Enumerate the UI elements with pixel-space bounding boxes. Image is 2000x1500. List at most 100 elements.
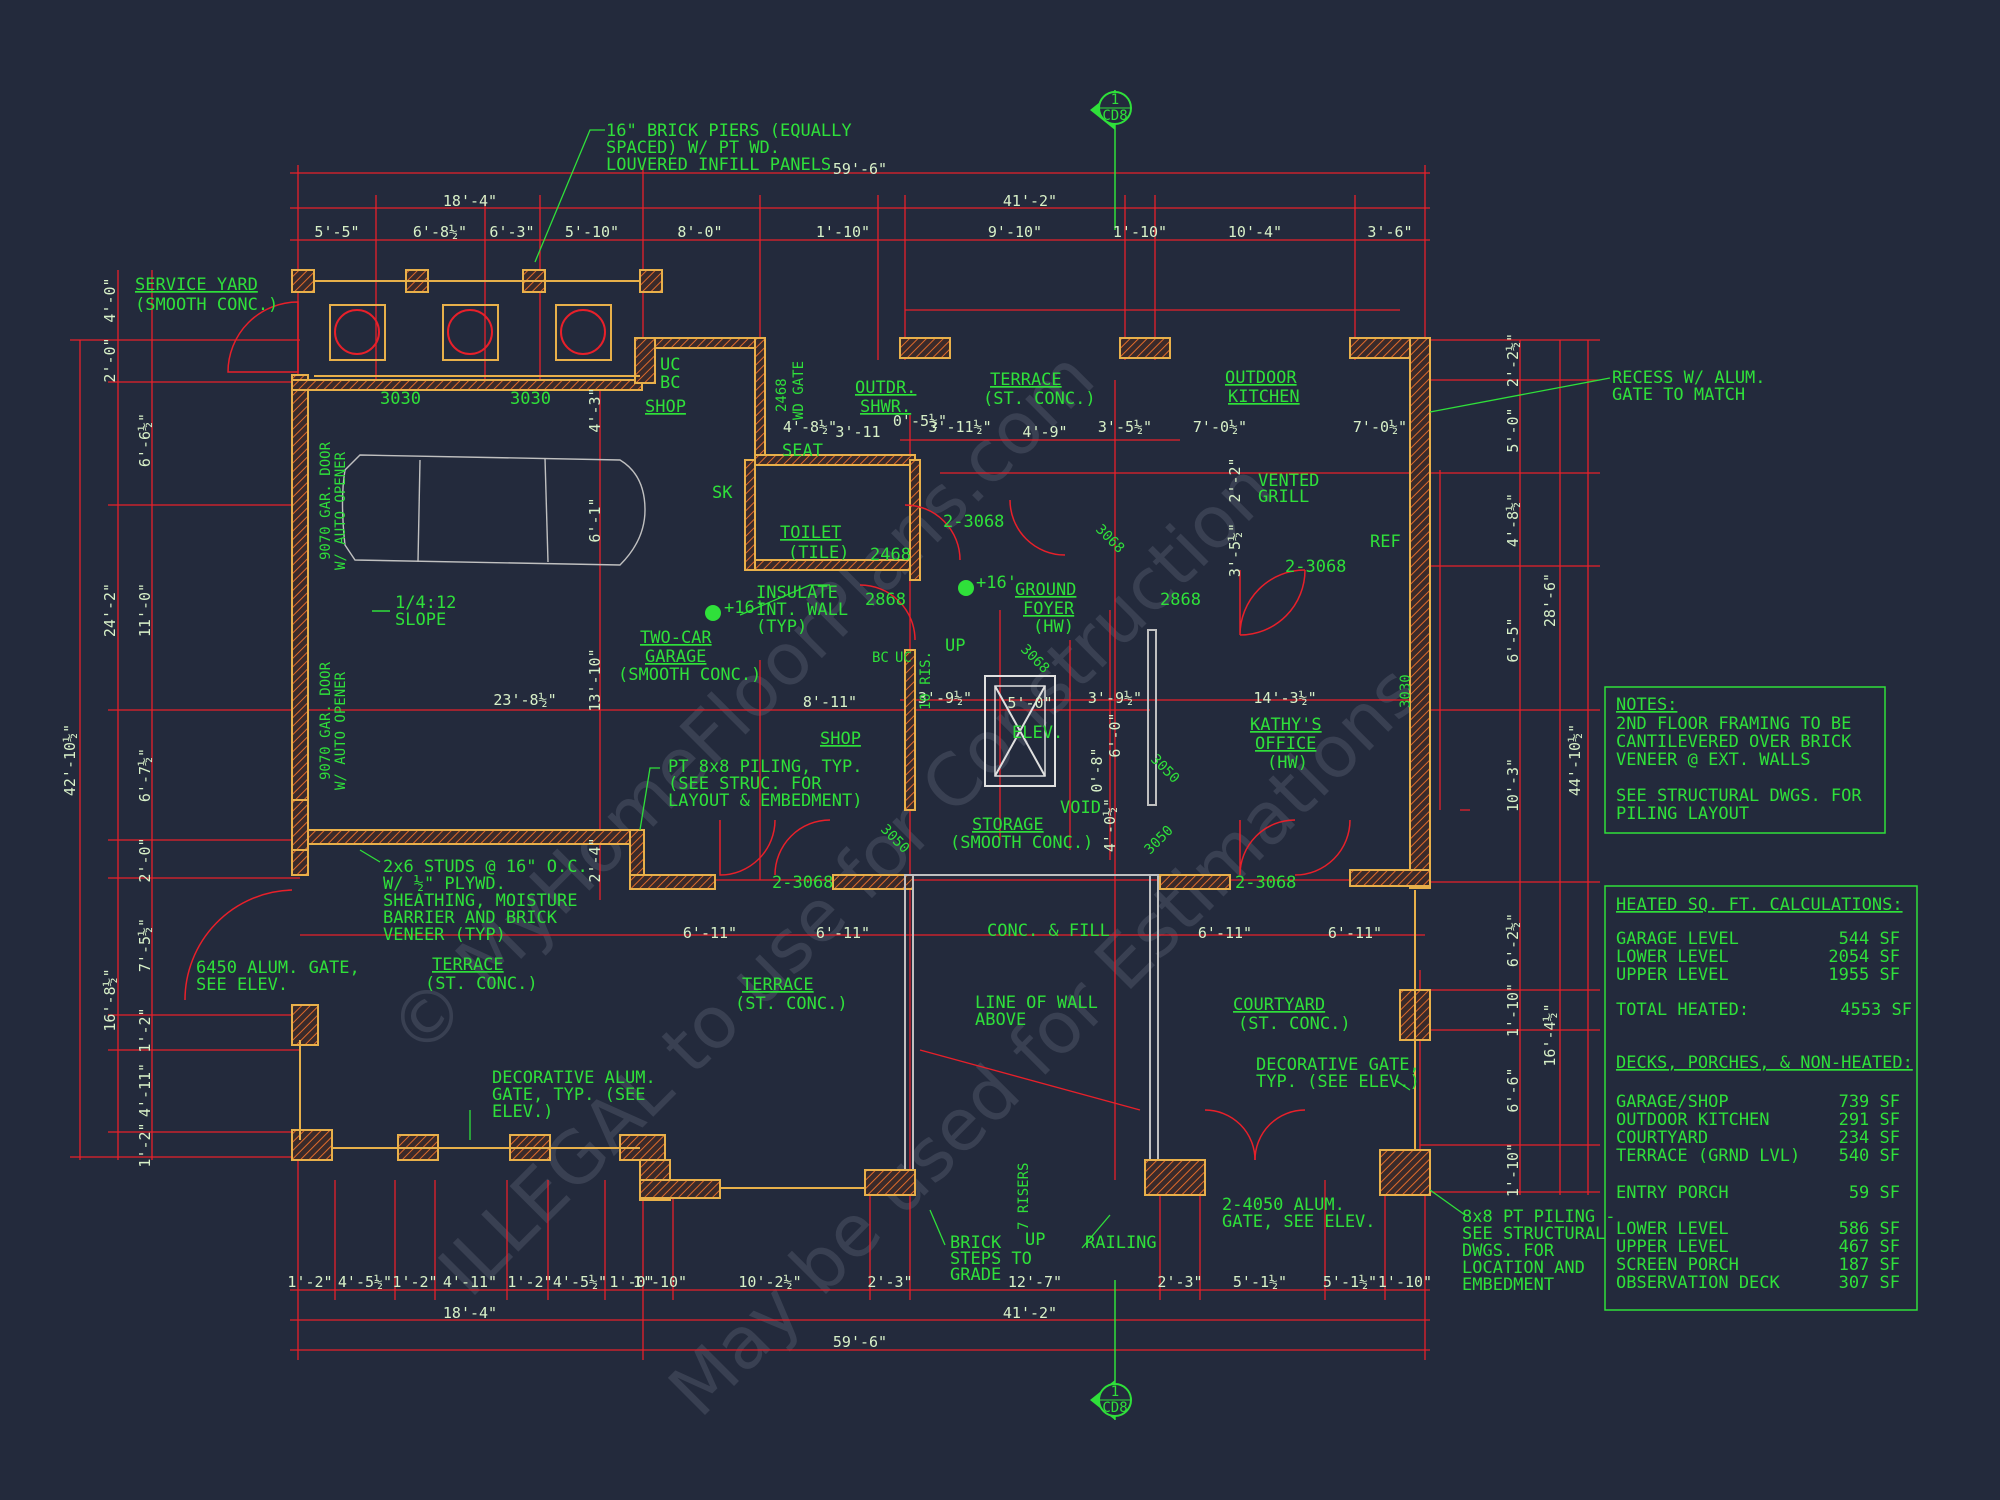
door-2-3068-d: 2-3068	[1235, 873, 1296, 893]
hvac-units	[329, 304, 612, 361]
callout-alum-gate: SEE ELEV.	[196, 975, 288, 995]
callout-studs: VENEER (TYP)	[383, 925, 506, 945]
callout-studs: SHEATHING, MOISTURE	[383, 891, 577, 911]
section-marker-top: 1 CD8	[1090, 90, 1132, 230]
bottom-segment-dim: 5'-1½"	[1323, 1273, 1377, 1291]
terrace-mid-sub: (ST. CONC.)	[735, 994, 848, 1014]
callout-insulate: INSULATE	[756, 583, 838, 603]
bottom-segment-dim: 4'-5½"	[553, 1273, 607, 1291]
elev-mark-a: +16'	[724, 598, 765, 618]
bottom-segment-dim: 2'-3"	[1157, 1273, 1202, 1291]
outdr-shwr-name2: SHWR.	[860, 397, 911, 417]
elev-name: ELEV.	[1012, 723, 1063, 743]
top-segment-dim: 8'-0"	[677, 223, 722, 241]
interior-dim: 6'-11"	[1328, 924, 1382, 942]
calc-title: HEATED SQ. FT. CALCULATIONS:	[1616, 895, 1903, 915]
left-segment-dim: 11'-0"	[136, 583, 154, 637]
calc-row-label: GARAGE/SHOP	[1616, 1092, 1729, 1112]
label-grill: GRILL	[1258, 487, 1309, 507]
interior-dim: 6'-0"	[1106, 712, 1124, 757]
outdr-shwr-name: OUTDR.	[855, 378, 916, 398]
dim-left-block-bottom: 18'-4"	[443, 1304, 497, 1322]
calc-row-value: 291 SF	[1839, 1110, 1900, 1130]
service-yard-sub: (SMOOTH CONC.)	[135, 295, 278, 315]
interior-dim: 2'-4"	[586, 837, 604, 882]
callout-recess: RECESS W/ ALUM.	[1612, 368, 1766, 388]
notes-line: VENEER @ EXT. WALLS	[1616, 750, 1810, 770]
top-segment-dim: 6'-8½"	[413, 223, 467, 241]
interior-dim: 23'-8½"	[493, 691, 556, 709]
right-segment-dim: 6'-5"	[1504, 617, 1522, 662]
callout-studs: 2x6 STUDS @ 16" O.C.	[383, 857, 588, 877]
bottom-segment-dim: 1'-2"	[507, 1273, 552, 1291]
callout-piling: PT 8x8 PILING, TYP.	[668, 757, 862, 777]
storage-sub: (SMOOTH CONC.)	[950, 833, 1093, 853]
calc-row-value: 1955 SF	[1828, 965, 1900, 985]
right-segment-dim: 6'-2½"	[1504, 913, 1522, 967]
callout-deco-gate-left: DECORATIVE ALUM.	[492, 1068, 656, 1088]
interior-dim: 0'-8"	[1088, 747, 1106, 792]
interior-dim: 3'-5½"	[1098, 418, 1152, 436]
calculations-box: HEATED SQ. FT. CALCULATIONS: GARAGE LEVE…	[1604, 885, 1918, 1311]
left-segment-dim: 2'-0"	[136, 837, 154, 882]
interior-dim: 2'-2"	[1226, 457, 1244, 502]
callout-piling-8x8: DWGS. FOR	[1462, 1241, 1555, 1261]
calc-total-value: 4553 SF	[1840, 1000, 1912, 1020]
shop-mid-name: SHOP	[820, 729, 861, 749]
calc-row-label: COURTYARD	[1616, 1128, 1708, 1148]
label-bc: BC	[660, 373, 680, 393]
label-7-risers: 7 RISERS	[1016, 1163, 1032, 1230]
section-bottom-num: 1	[1111, 1384, 1119, 1400]
bottom-segment-dim: 5'-1½"	[1233, 1273, 1287, 1291]
right-segment-dim: 6'-6"	[1504, 1067, 1522, 1112]
callout-insulate: INT. WALL	[756, 600, 848, 620]
toilet-sub: (TILE)	[788, 543, 849, 563]
notes-frame	[1604, 686, 1886, 834]
calc-row-label: SCREEN PORCH	[1616, 1255, 1739, 1275]
line-of-wall-2: ABOVE	[975, 1010, 1026, 1030]
gar-door-2-line2: W/ AUTO OPENER	[333, 671, 349, 790]
storage-name: STORAGE	[972, 815, 1044, 835]
callout-studs: BARRIER AND BRICK	[383, 908, 558, 928]
callout-piling-8x8: SEE STRUCTURAL	[1462, 1224, 1605, 1244]
interior-dim: 6'-11"	[816, 924, 870, 942]
calc-row-value: 307 SF	[1839, 1273, 1900, 1293]
garage-name: TWO-CAR	[640, 628, 712, 648]
interior-dim: 3'-9½"	[1088, 689, 1142, 707]
right-segment-dim: 5'-0"	[1504, 407, 1522, 452]
door-2868-b: 2868	[1160, 590, 1201, 610]
bottom-segment-dim: 1'-0"	[609, 1273, 654, 1291]
foyer-sub: (HW)	[1033, 617, 1074, 637]
brick-steps-3: GRADE	[950, 1265, 1001, 1285]
elev-marker-icon-a	[705, 605, 721, 621]
calc-row-value: 544 SF	[1839, 929, 1900, 949]
terrace-left-sub: (ST. CONC.)	[425, 974, 538, 994]
calc-row-label: OBSERVATION DECK	[1616, 1273, 1781, 1293]
top-segment-dims: 5'-5"6'-8½"6'-3"5'-10"8'-0"1'-10"9'-10"1…	[314, 223, 1412, 241]
callout-recess: GATE TO MATCH	[1612, 385, 1745, 405]
calc-row-label: LOWER LEVEL	[1616, 947, 1729, 967]
outdoor-kitchen-name2: KITCHEN	[1228, 387, 1300, 407]
calc-row-label: UPPER LEVEL	[1616, 1237, 1729, 1257]
label-ref: REF	[1370, 532, 1401, 552]
interior-dim: 5'-0"	[1007, 694, 1052, 712]
top-segment-dim: 6'-3"	[489, 223, 534, 241]
label-wd-gate: WD GATE	[791, 361, 807, 420]
left-segment-dim: 6'-7½"	[136, 748, 154, 802]
interior-dim: 8'-11"	[803, 693, 857, 711]
door-2-3068-b: 2-3068	[1285, 557, 1346, 577]
dim-right-total: 44'-10½"	[1566, 724, 1584, 796]
terrace-top-sub: (ST. CONC.)	[983, 389, 1096, 409]
dim-right-block-top: 41'-2"	[1003, 192, 1057, 210]
garage-name2: GARAGE	[645, 647, 706, 667]
conc-fill: CONC. & FILL	[987, 921, 1110, 941]
shop-top-name: SHOP	[645, 397, 686, 417]
callout-piling-8x8: EMBEDMENT	[1462, 1275, 1554, 1295]
gar-door-1-line1: 9070 GAR. DOOR	[318, 441, 334, 560]
left-segment-dim: 16'-8½"	[101, 968, 119, 1031]
callout-deco-gate-left: ELEV.)	[492, 1102, 553, 1122]
courtyard-name: COURTYARD	[1233, 995, 1325, 1015]
